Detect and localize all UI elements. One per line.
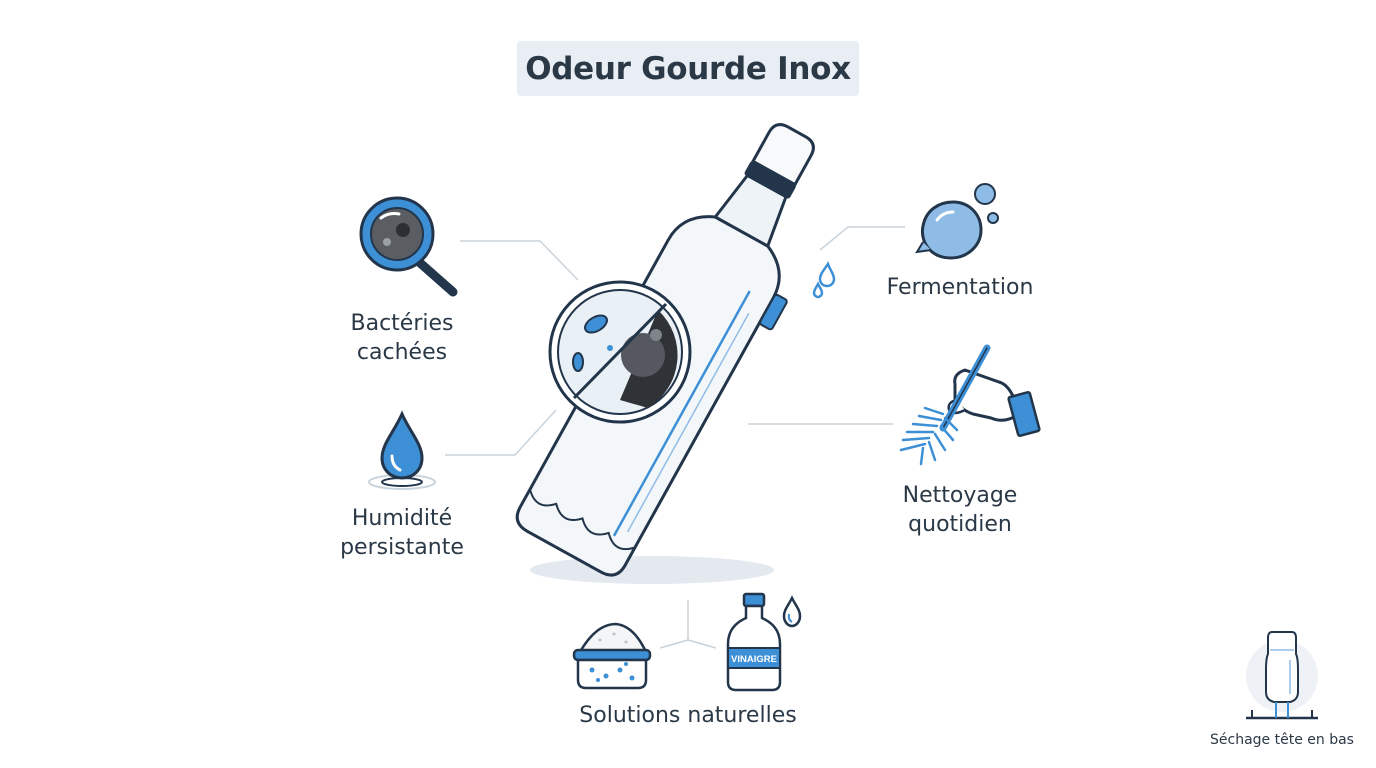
drying-rack-icon xyxy=(1246,631,1318,720)
vinegar-label: VINAIGRE xyxy=(731,654,777,665)
bubbles-icon xyxy=(915,183,999,260)
bottle-magnifier-icon xyxy=(548,280,692,424)
connector-humidity xyxy=(445,409,557,456)
label-drying: Séchage tête en bas xyxy=(1210,732,1354,748)
connector-natural-right xyxy=(687,639,717,649)
connector-fermentation xyxy=(819,226,905,251)
magnifying-glass-icon xyxy=(359,196,458,297)
drip-icon xyxy=(812,261,836,299)
label-humidity: Humidité persistante xyxy=(340,506,464,560)
label-bacteria: Bactéries cachées xyxy=(350,311,454,365)
label-fermentation: Fermentation xyxy=(886,275,1034,300)
title-box: Odeur Gourde Inox xyxy=(517,41,859,96)
vinegar-bottle-icon: VINAIGRE xyxy=(726,592,802,692)
label-cleaning: Nettoyage quotidien xyxy=(902,483,1018,537)
label-natural: Solutions naturelles xyxy=(579,703,797,728)
connector-bacteria xyxy=(460,240,579,281)
bottle-brush-icon xyxy=(899,344,1041,466)
page-title: Odeur Gourde Inox xyxy=(525,50,851,87)
baking-soda-icon xyxy=(572,622,652,690)
water-drop-icon xyxy=(368,410,436,490)
